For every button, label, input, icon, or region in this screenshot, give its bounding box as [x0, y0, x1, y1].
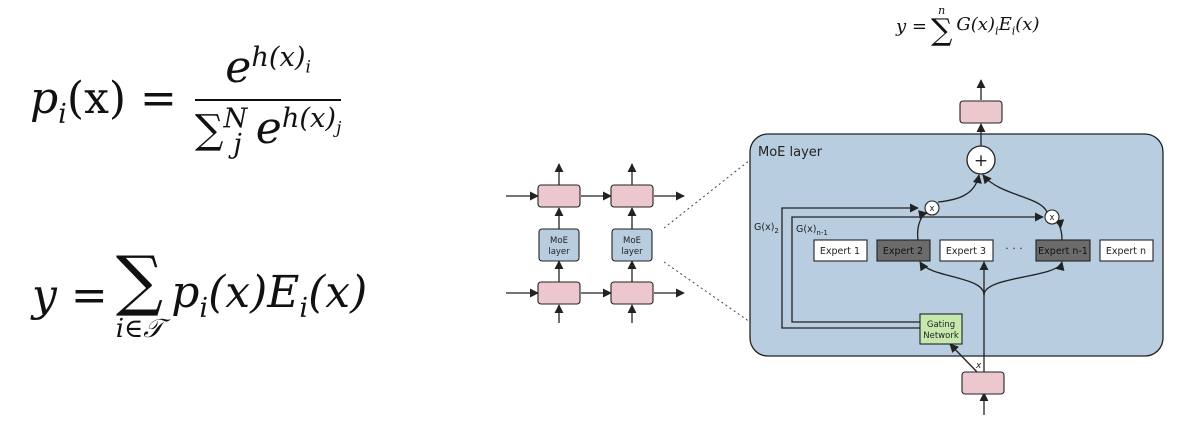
gating-network-label: Network	[923, 331, 959, 341]
weighted-sigma: ∑ i∈𝒯	[115, 242, 164, 344]
moe-output-lhs: y =	[896, 15, 927, 37]
small-layer-block	[537, 184, 581, 208]
expert-label: Expert 3	[946, 246, 986, 257]
small-layer-block	[537, 281, 581, 305]
softmax-denominator: ∑Nj eh(x)j	[194, 103, 342, 160]
weighted-terms: pi(x)Ei(x)	[171, 266, 368, 324]
gating-network-label: Gating	[927, 320, 955, 330]
small-pink-blocks	[537, 184, 654, 305]
moe-output-equation: y = n ∑ G(x)iEi(x)	[896, 4, 1040, 48]
small-moe-label: layer	[621, 247, 643, 257]
input-label: x	[975, 361, 982, 371]
expert-box-active	[876, 239, 931, 262]
small-moe-label: MoE	[550, 236, 568, 246]
softmax-numerator: eh(x)i	[225, 42, 311, 93]
softmax-equation: pi(x) = eh(x)i ∑Nj eh(x)j	[30, 42, 342, 160]
weighted-lhs: y =	[32, 269, 108, 321]
expert-box	[813, 239, 868, 262]
output-layer-block	[959, 100, 1003, 124]
weighted-sum-equation: y = ∑ i∈𝒯 pi(x)Ei(x)	[32, 242, 368, 344]
zoom-line-top	[663, 159, 751, 229]
moe-layer-title: MoE layer	[758, 145, 823, 160]
small-layer-block	[610, 184, 654, 208]
multiply-label: x	[1049, 213, 1054, 223]
sum-node-label: +	[974, 151, 988, 171]
expert-row: Expert 1 Expert 2 Expert 3 · · · Expert …	[813, 239, 1154, 262]
zoom-line-bottom	[663, 261, 751, 323]
gate-multiply-node	[924, 200, 940, 216]
moe-output-sigma: n ∑	[930, 4, 953, 48]
small-moe-block	[611, 228, 653, 262]
input-layer-block	[961, 371, 1005, 395]
expert-box	[1099, 239, 1154, 262]
softmax-fraction: eh(x)i ∑Nj eh(x)j	[194, 42, 342, 160]
gate-weight-label: G(x)n-1	[796, 224, 828, 237]
expert-box-active	[1035, 239, 1091, 262]
gate-weight-label: G(x)2	[754, 222, 779, 235]
small-moe-block	[538, 228, 580, 262]
expert-ellipsis: · · ·	[1005, 242, 1022, 255]
expert-label: Expert n	[1106, 246, 1146, 257]
small-layer-block	[610, 281, 654, 305]
fraction-bar	[194, 99, 342, 101]
small-moe-blocks: MoE layer MoE layer	[538, 228, 653, 262]
small-network	[506, 163, 685, 323]
expert-label: Expert 2	[883, 246, 923, 257]
softmax-lhs: pi(x) =	[30, 72, 177, 130]
gating-network-box	[919, 313, 963, 345]
sum-node	[966, 145, 996, 175]
expert-label: Expert 1	[820, 246, 860, 257]
small-moe-label: MoE	[623, 236, 641, 246]
expert-box	[939, 239, 994, 262]
multiply-label: x	[929, 204, 934, 214]
gate-multiply-node	[1044, 209, 1060, 225]
moe-output-terms: G(x)iEi(x)	[956, 14, 1040, 38]
expert-label: Expert n-1	[1038, 246, 1088, 257]
small-moe-label: layer	[548, 247, 570, 257]
